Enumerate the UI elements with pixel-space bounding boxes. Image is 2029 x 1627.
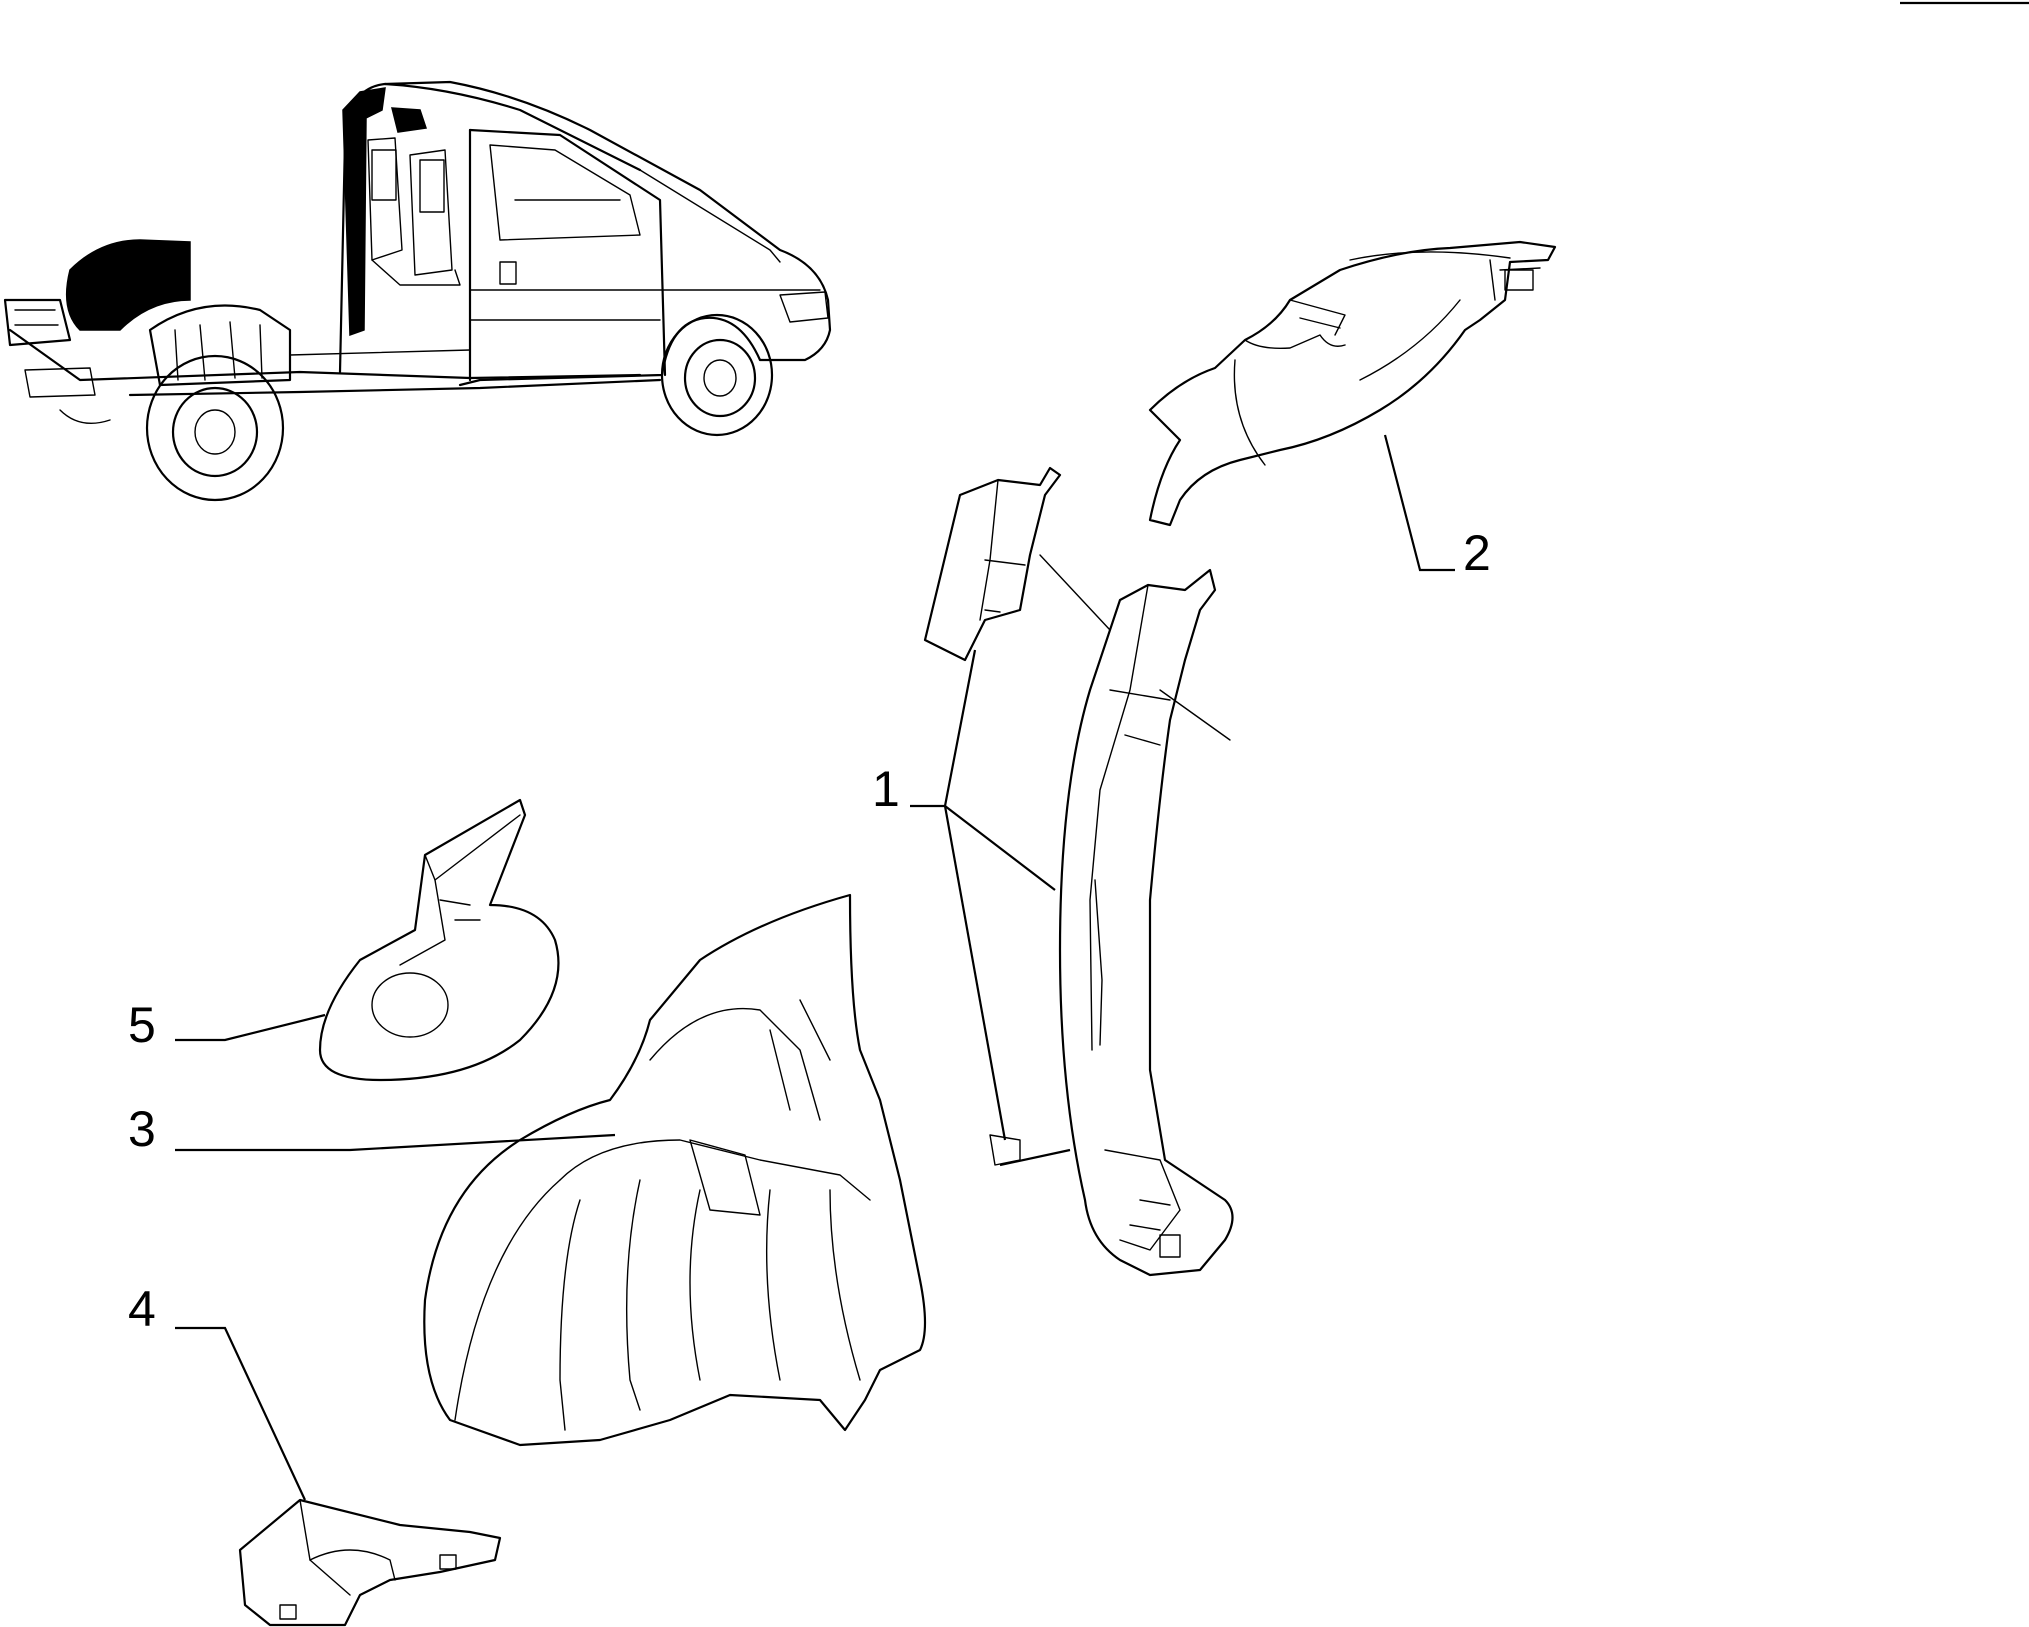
callout-4: 4 xyxy=(128,1281,156,1337)
part-1-pillar xyxy=(923,466,1234,1277)
part-2-upper-panel xyxy=(1148,240,1557,527)
callout-2: 2 xyxy=(1463,525,1491,581)
callout-labels: 1 2 3 4 5 xyxy=(128,525,1491,1337)
part-4-bracket xyxy=(238,1498,502,1627)
callout-5: 5 xyxy=(128,997,156,1053)
leader-4 xyxy=(175,1326,306,1501)
vehicle-overview xyxy=(3,80,832,502)
part-5-disc-shield xyxy=(318,798,560,1082)
callout-1: 1 xyxy=(872,761,900,817)
leader-1 xyxy=(910,649,977,808)
leader-5 xyxy=(175,1013,326,1042)
callout-3: 3 xyxy=(128,1101,156,1157)
leader-2 xyxy=(1383,434,1455,572)
part-3-wheel-house xyxy=(423,893,927,1447)
leader-lines xyxy=(175,434,1455,1501)
leader-3 xyxy=(175,1133,616,1152)
